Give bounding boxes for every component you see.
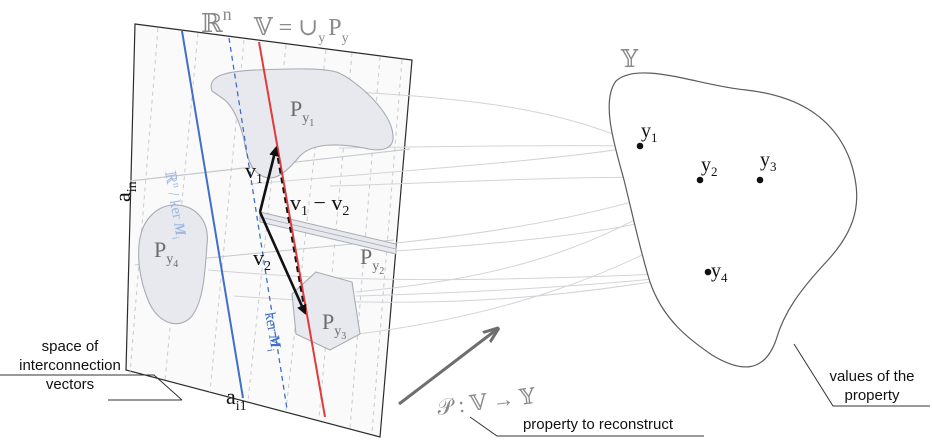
vector-v2	[258, 211, 307, 315]
annotation-values-line-1: values of the	[829, 368, 914, 385]
region-py2-line	[259, 216, 397, 250]
y-space-label: 𝕐	[620, 47, 639, 73]
region-py1	[210, 68, 394, 179]
v-space-line	[258, 41, 326, 418]
grid-line	[318, 52, 353, 419]
v1-label: v1	[245, 158, 263, 187]
region-py4	[138, 204, 208, 325]
grid-line	[129, 27, 159, 375]
projection-line	[334, 90, 641, 146]
py2-label: Py2	[360, 244, 384, 277]
y3-label: y3	[760, 149, 777, 174]
annotation-space-line-2: interconnection	[19, 357, 121, 374]
annotation-property: property to reconstruct	[523, 416, 674, 433]
point-y2	[696, 176, 704, 184]
annotation-space-line-3: vectors	[46, 376, 94, 393]
mapping-arrow	[398, 330, 496, 406]
annotation-space-line-1: space of	[42, 338, 100, 355]
py1-label: Py1	[290, 96, 314, 129]
y2-label: y2	[701, 154, 718, 179]
v2-label: v2	[253, 245, 271, 274]
vector-v1	[258, 146, 279, 213]
mapping-label: 𝒫 : 𝕍 → 𝕐	[436, 383, 537, 420]
point-y1	[636, 142, 644, 150]
rn-ker-line	[181, 30, 244, 399]
annotation-values-leader	[793, 343, 930, 407]
py3-label: Py3	[322, 309, 346, 342]
y1-label: y1	[641, 120, 658, 145]
annotation-property-leader	[469, 416, 704, 437]
ain-label: ain	[110, 181, 140, 202]
vector-v1-minus-v2	[275, 147, 306, 314]
y4-label: y4	[711, 260, 728, 285]
projection-line	[249, 145, 641, 185]
rn-label: ℝn	[201, 4, 232, 38]
annotation-space-leader	[0, 374, 183, 401]
annotation-values-line-2: property	[844, 387, 900, 404]
point-y3	[756, 176, 764, 184]
projection-line	[338, 145, 641, 149]
ker-mi-label: ker Mi	[258, 311, 284, 353]
projection-line	[207, 269, 709, 281]
point-y4	[704, 268, 712, 276]
y-space-region	[608, 72, 858, 368]
v1-minus-v2-label: v1 − v2	[290, 190, 349, 219]
rn-ker-label: ℝn / ker Mi	[158, 170, 191, 241]
py4-label: Py4	[154, 237, 178, 270]
ai1-label: ai1	[226, 384, 247, 414]
